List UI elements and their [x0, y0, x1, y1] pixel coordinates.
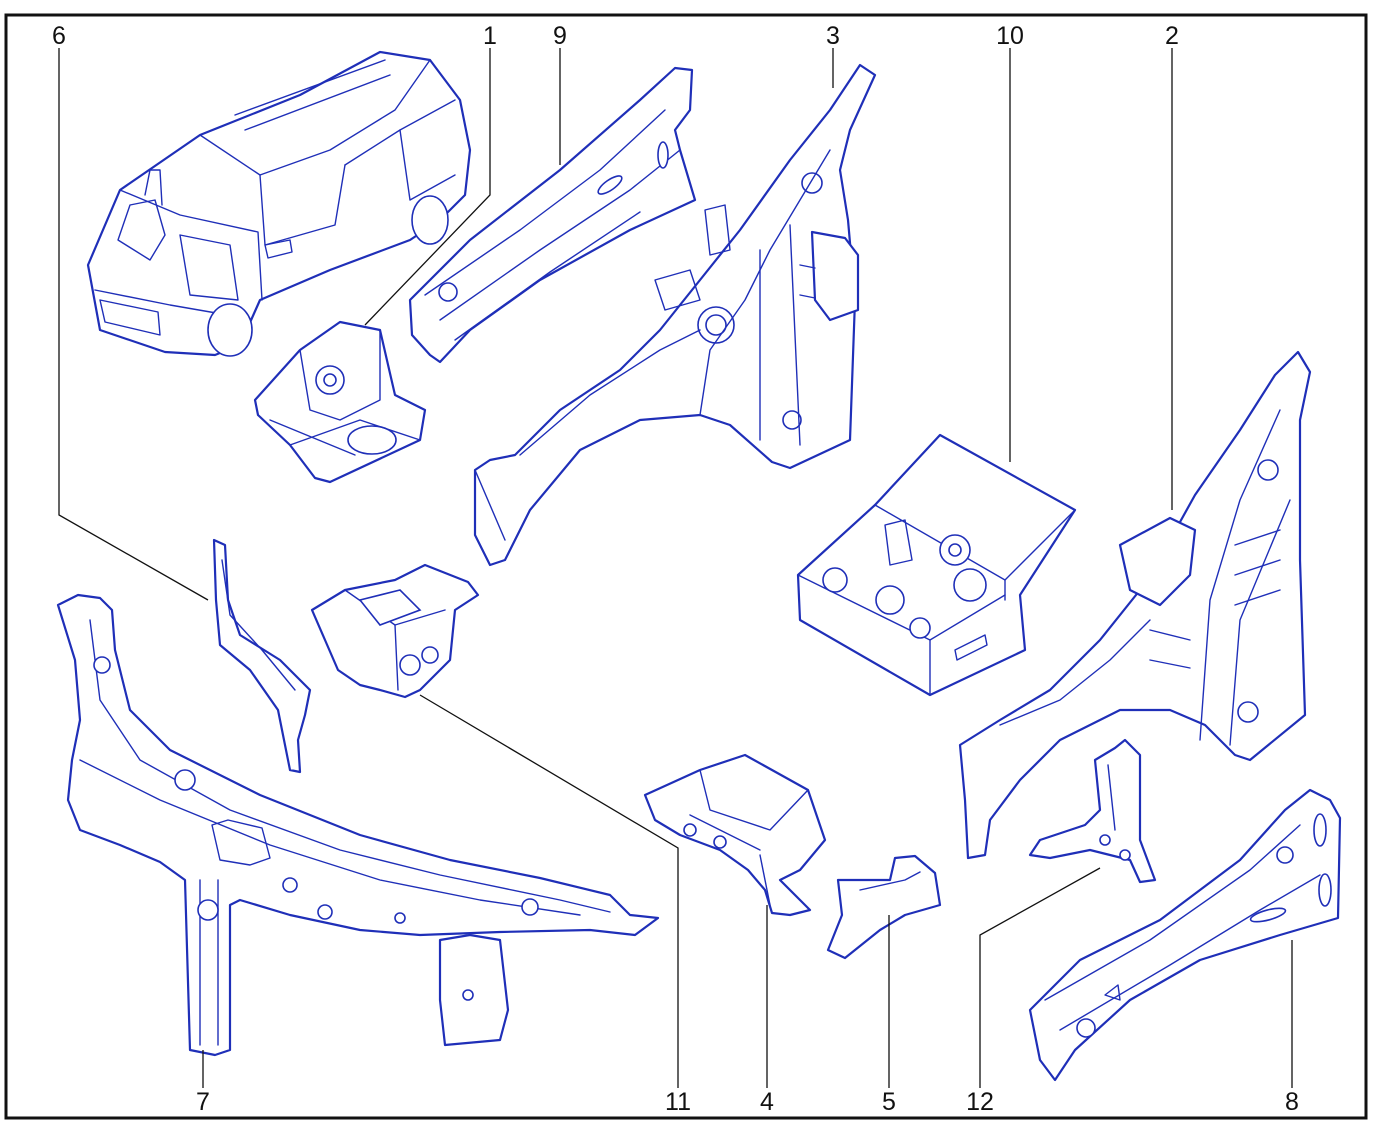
part-12-small-bracket — [1028, 738, 1157, 884]
callout-3: 3 — [826, 22, 840, 50]
leader-12 — [979, 867, 1101, 1088]
callout-1: 1 — [483, 22, 497, 50]
part-8-lower-rail — [1028, 788, 1342, 1082]
callout-11: 11 — [665, 1088, 691, 1116]
callout-2: 2 — [1165, 22, 1179, 50]
part-10-clip-kit-box — [796, 433, 1077, 697]
leader-lines — [58, 48, 1293, 1088]
part-5-curved-gusset — [826, 854, 942, 960]
vehicle-overview — [86, 50, 472, 357]
part-7-front-crossmember — [56, 593, 660, 1057]
part-6-vertical-gusset — [212, 538, 312, 774]
part-2-side-apron-right — [958, 350, 1312, 860]
callout-9: 9 — [553, 22, 567, 50]
callout-4: 4 — [760, 1088, 774, 1116]
part-4-battery-tray-support — [643, 753, 827, 917]
callout-7: 7 — [196, 1088, 210, 1116]
part-1-strut-tower-bracket — [253, 320, 427, 484]
callout-12: 12 — [966, 1088, 994, 1116]
part-11-bumper-mount-bracket — [310, 563, 480, 699]
callout-8: 8 — [1285, 1088, 1299, 1116]
callout-5: 5 — [882, 1088, 896, 1116]
part-9-upper-rail — [408, 66, 697, 364]
callout-10: 10 — [996, 22, 1024, 50]
leader-6 — [58, 48, 209, 601]
leader-11 — [419, 694, 679, 1088]
part-3-side-apron-left — [473, 63, 877, 567]
leader-1 — [364, 48, 491, 326]
callout-6: 6 — [52, 22, 66, 50]
diagram-frame — [4, 13, 1368, 1120]
callouts: 1 2 3 4 5 6 7 8 9 10 11 12 — [52, 22, 1299, 1116]
